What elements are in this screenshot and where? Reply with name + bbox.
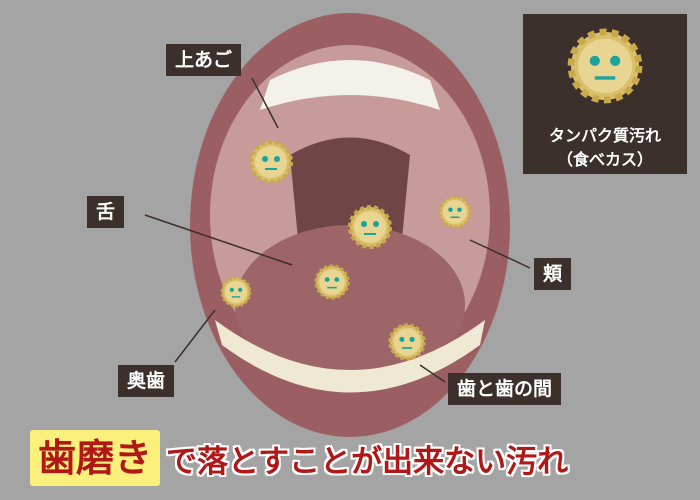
germ-icon xyxy=(220,276,252,308)
legend-line2: （食べカス） xyxy=(556,150,653,169)
germ-icon xyxy=(348,205,392,249)
germ-icon xyxy=(388,323,426,361)
label-tongue: 舌 xyxy=(87,196,125,228)
headline-highlight: 歯磨き xyxy=(30,430,161,486)
label-molars: 奥歯 xyxy=(118,365,175,397)
label-upper-palate: 上あご xyxy=(166,44,242,76)
legend-box: タンパク質汚れ （食べカス） xyxy=(523,14,687,174)
germ-icon xyxy=(314,264,350,300)
headline-rest: で落とすことが出来ない汚れ xyxy=(166,443,569,480)
germ-icon xyxy=(249,140,293,184)
germ-icon xyxy=(438,195,472,229)
headline: 歯磨き で落とすことが出来ない汚れ xyxy=(30,430,568,486)
label-cheek: 頬 xyxy=(534,258,572,290)
lower-teeth xyxy=(215,320,485,393)
upper-teeth xyxy=(260,60,440,110)
label-between-teeth: 歯と歯の間 xyxy=(448,373,562,405)
plaque-germ-icon xyxy=(565,26,645,106)
legend-line1: タンパク質汚れ xyxy=(548,126,661,145)
